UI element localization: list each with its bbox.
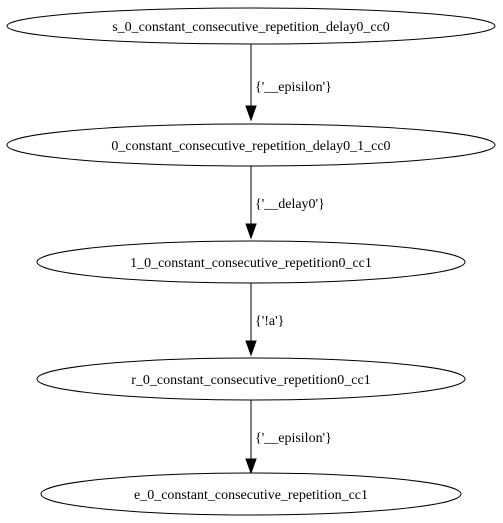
edge-n2-n3: {'!a'} <box>245 283 284 357</box>
edge-label: {'__episilon'} <box>255 431 332 446</box>
edge-n3-n4: {'__episilon'} <box>245 400 332 475</box>
node-ellipse <box>6 7 496 45</box>
node-label: e_0_constant_consecutive_repetition_cc1 <box>134 488 368 503</box>
edge-label: {'__episilon'} <box>255 80 332 95</box>
arrow-head <box>245 458 257 475</box>
node-ellipse <box>36 240 466 284</box>
arrow-head <box>245 340 257 357</box>
node-label: s_0_constant_consecutive_repetition_dela… <box>112 20 390 35</box>
node-n3: r_0_constant_consecutive_repetition0_cc1 <box>36 357 466 401</box>
node-n4: e_0_constant_consecutive_repetition_cc1 <box>40 472 462 516</box>
arrow-head <box>245 105 257 122</box>
node-n0: s_0_constant_consecutive_repetition_dela… <box>6 7 496 45</box>
node-label: 1_0_constant_consecutive_repetition0_cc1 <box>130 256 372 271</box>
edge-n0-n1: {'__episilon'} <box>245 44 332 122</box>
node-ellipse <box>36 357 466 401</box>
edge-n1-n2: {'__delay0'} <box>245 166 325 240</box>
node-label: 0_constant_consecutive_repetition_delay0… <box>111 139 390 154</box>
arrow-head <box>245 223 257 240</box>
node-ellipse <box>6 123 496 167</box>
node-n1: 0_constant_consecutive_repetition_delay0… <box>6 123 496 167</box>
node-label: r_0_constant_consecutive_repetition0_cc1 <box>131 373 370 388</box>
node-n2: 1_0_constant_consecutive_repetition0_cc1 <box>36 240 466 284</box>
edge-label: {'__delay0'} <box>255 197 325 212</box>
edge-label: {'!a'} <box>255 314 284 329</box>
node-ellipse <box>40 472 462 516</box>
